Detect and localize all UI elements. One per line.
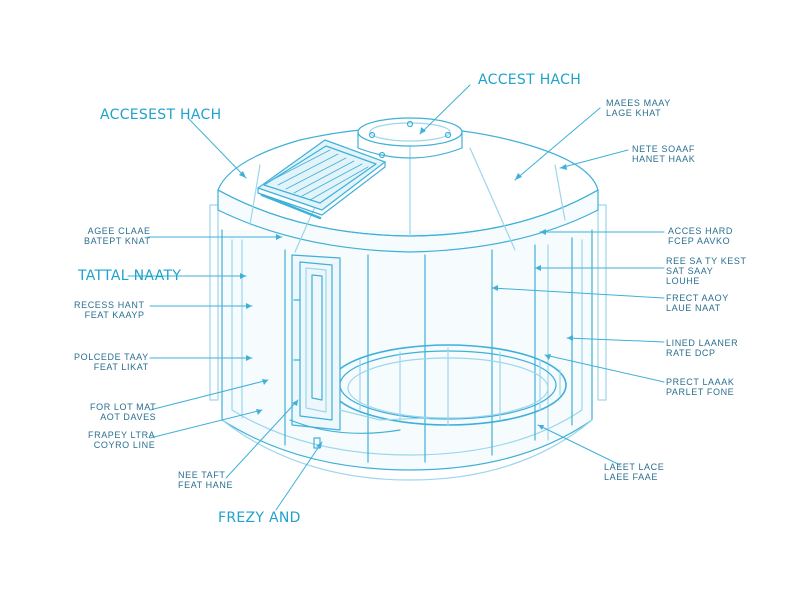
label-top-center: ACCEST HACH bbox=[478, 72, 582, 88]
label-top-right-2: NETE SOAAF HANET HAAK bbox=[632, 144, 696, 164]
label-right-3: FRECT AAOY LAUE NAAT bbox=[666, 293, 729, 313]
label-top-left: ACCESEST HACH bbox=[100, 107, 222, 123]
label-left-1: AGEE CLAAE BATEPT KNAT bbox=[84, 226, 151, 246]
label-right-1: ACCES HARD FCEP AAVKO bbox=[668, 226, 734, 246]
label-bottom-left-1: NEE TAFT FEAT HANE bbox=[178, 470, 234, 490]
label-right-4: LINED LAANER RATE DCP bbox=[666, 338, 739, 358]
label-right-5: PRECT LAAAK PARLET FONE bbox=[666, 377, 735, 397]
label-left-3: RECESS HANT FEAT KAAYP bbox=[74, 300, 145, 320]
label-bottom-left-2: FREZY AND bbox=[218, 510, 301, 526]
solar-panel bbox=[257, 139, 386, 220]
label-left-6: FRAPEY LTRA COYRO LINE bbox=[88, 430, 156, 450]
label-bottom-right: LAEET LACE LAEE FAAE bbox=[604, 462, 665, 482]
access-door bbox=[289, 254, 431, 449]
label-right-2: REE SA TY KEST SAT SAAY LOUHE bbox=[666, 256, 747, 286]
arrowheads bbox=[239, 127, 573, 448]
top-hatch bbox=[357, 117, 463, 159]
leader-lines bbox=[127, 84, 665, 511]
label-left-4: POLCEDE TAAY FEAT LIKAT bbox=[74, 352, 149, 372]
label-top-right-1: MAEES MAAY LAGE KHAT bbox=[606, 98, 671, 118]
label-left-5: FOR LOT MAT AOT DAVES bbox=[90, 402, 157, 422]
label-left-2: TATTAL NAATY bbox=[78, 268, 182, 284]
